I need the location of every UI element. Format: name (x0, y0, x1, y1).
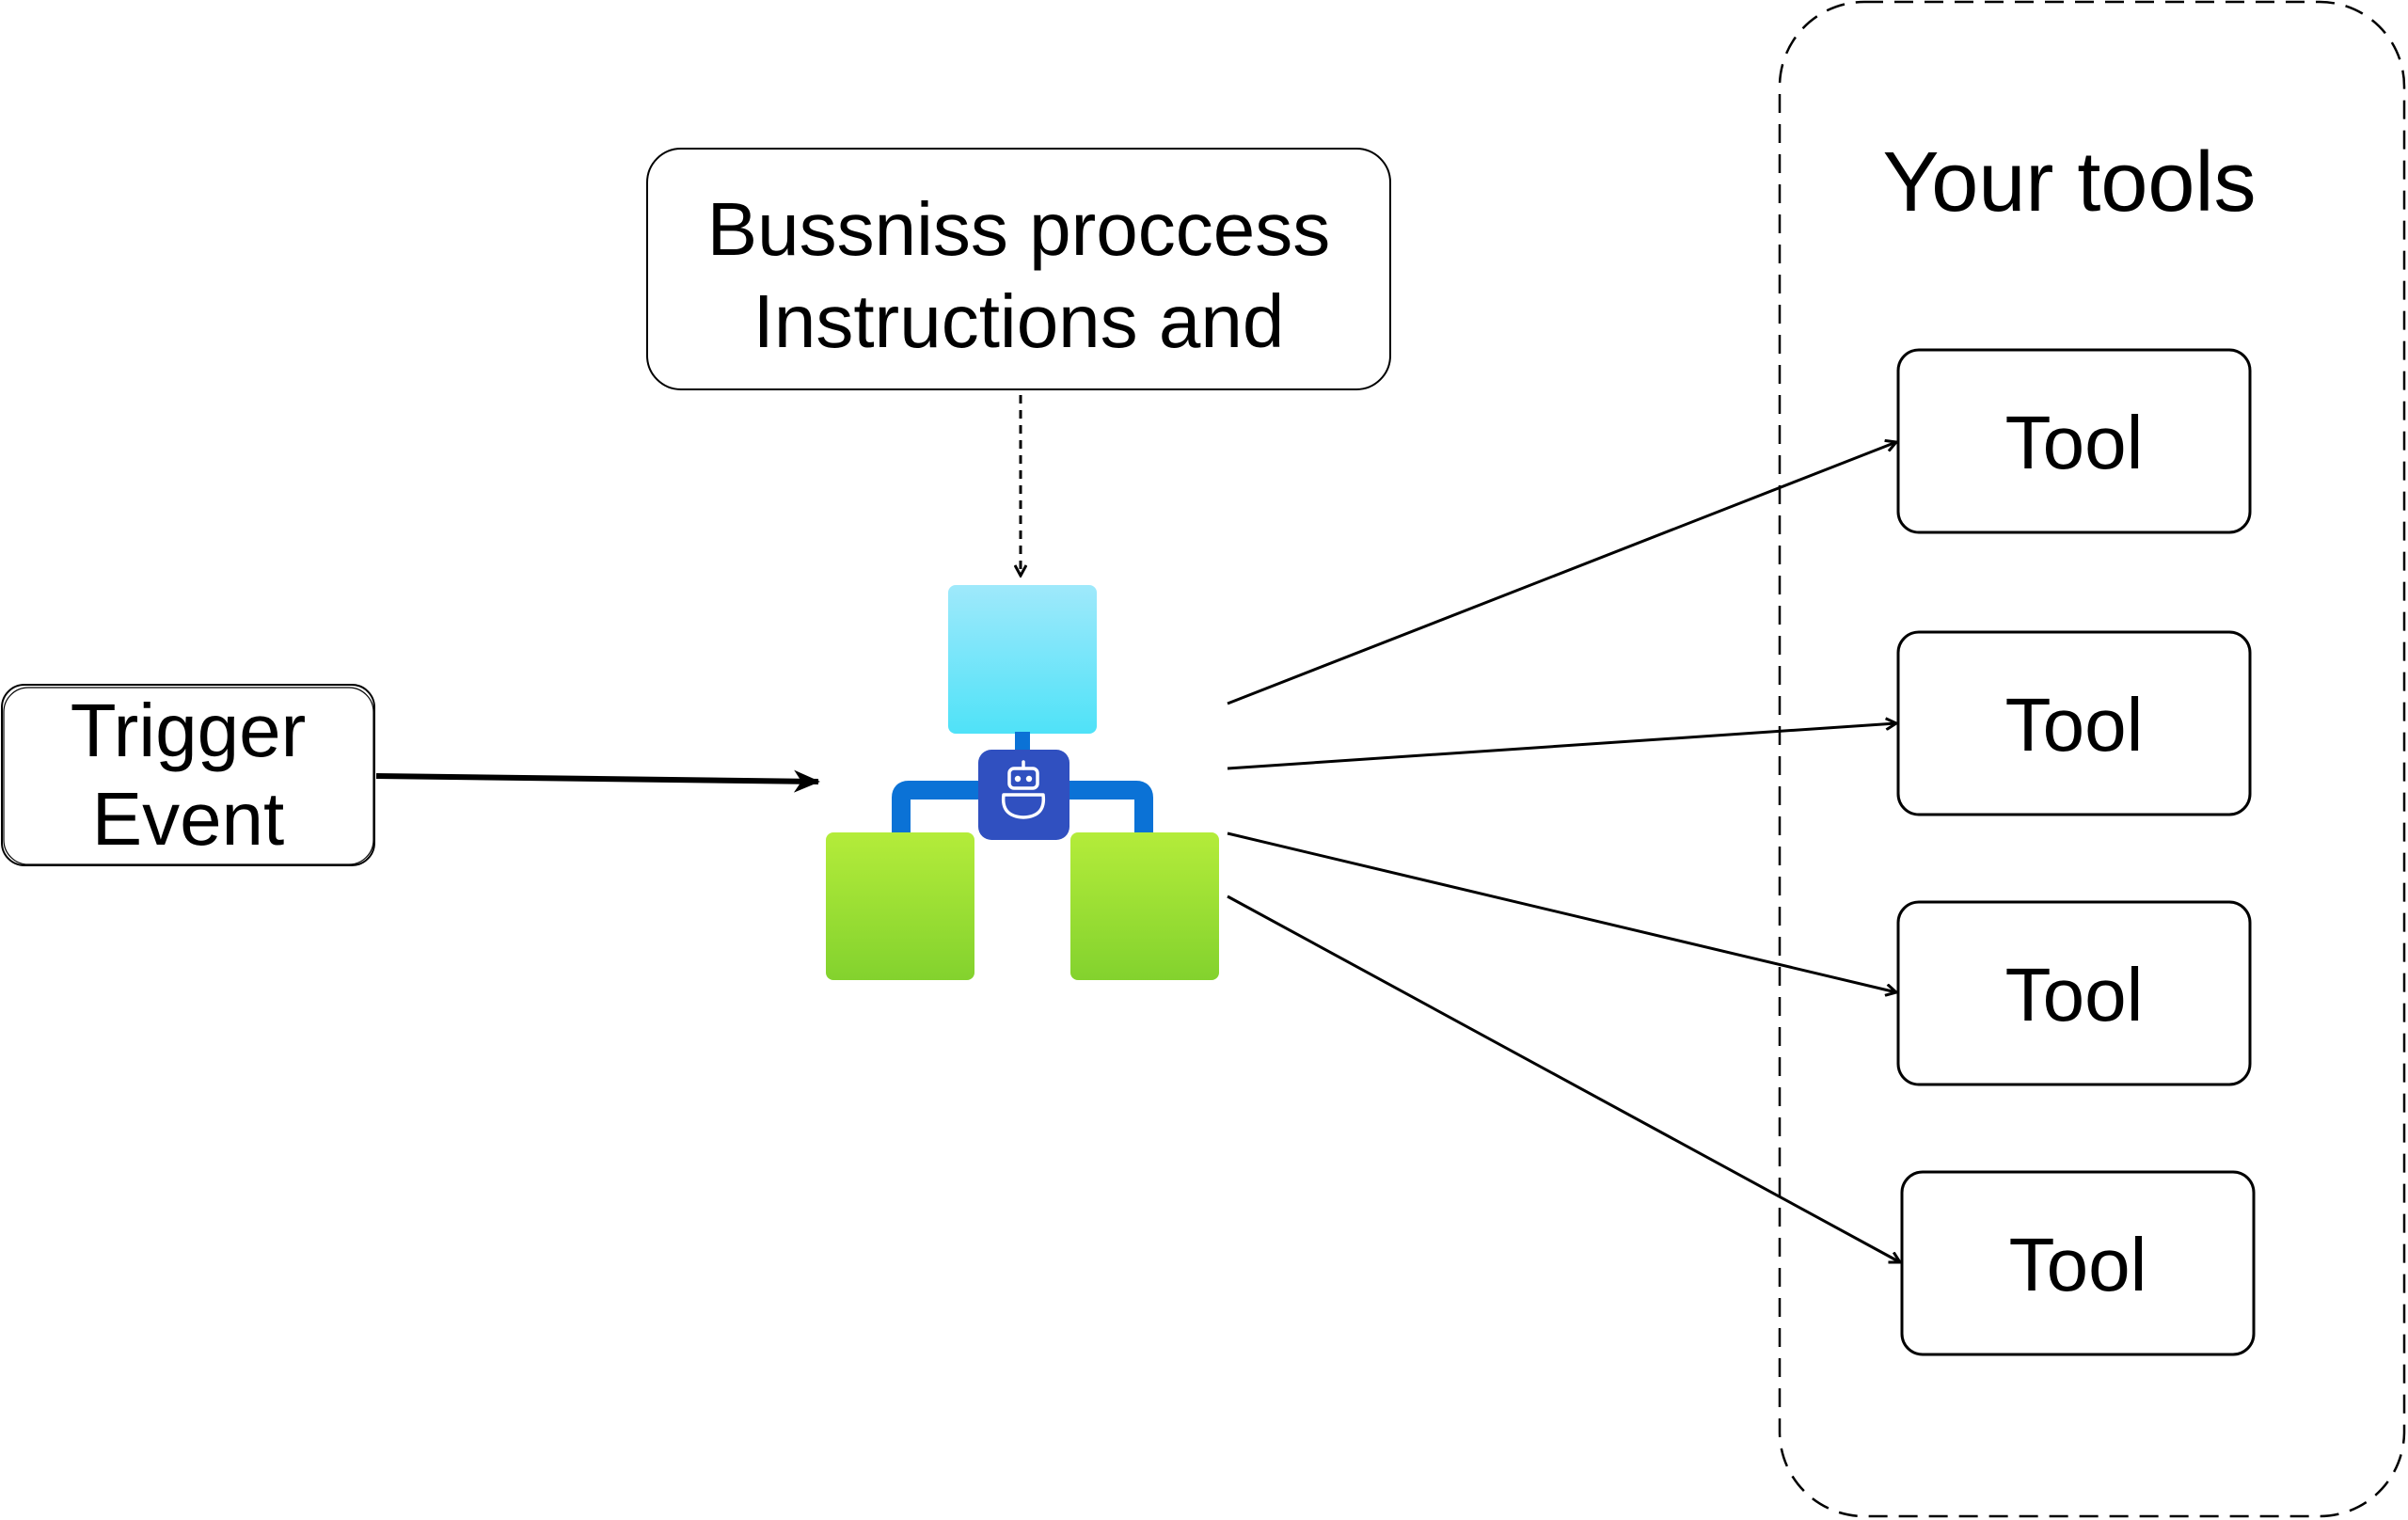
tool-label: Tool (2008, 1223, 2147, 1306)
tool-label: Tool (2004, 401, 2144, 484)
agent-robot-icon (826, 585, 1219, 980)
instructions-text: Bussniss proccess Instructions and (647, 183, 1390, 367)
agent-to-tool-4-arrow (1227, 895, 1900, 1262)
instructions-line-1: Bussniss proccess (706, 187, 1331, 271)
trigger-box (1, 684, 375, 866)
agent-to-tool-1-arrow (1227, 442, 1896, 705)
trigger-line-2: Event (91, 777, 285, 862)
tool-label: Tool (2004, 953, 2144, 1037)
trigger-line-1: Trigger (70, 689, 307, 772)
trigger-to-agent-arrow (375, 769, 820, 793)
agent-to-tool-3-arrow (1227, 831, 1896, 992)
agent-top-block (948, 585, 1097, 734)
instructions-line-2: Instructions and (752, 278, 1285, 363)
trigger-text: Trigger Event (2, 687, 374, 864)
agent-to-tool-2-arrow (1227, 723, 1896, 770)
tools-group-title: Your tools (1882, 135, 2257, 230)
tools-group-container (1778, 0, 2406, 1518)
instructions-box (646, 148, 1391, 390)
robot-face-icon (1001, 760, 1046, 819)
tool-label: Tool (2004, 683, 2144, 767)
agent-left-block (826, 832, 974, 980)
agent-right-block (1070, 832, 1219, 980)
